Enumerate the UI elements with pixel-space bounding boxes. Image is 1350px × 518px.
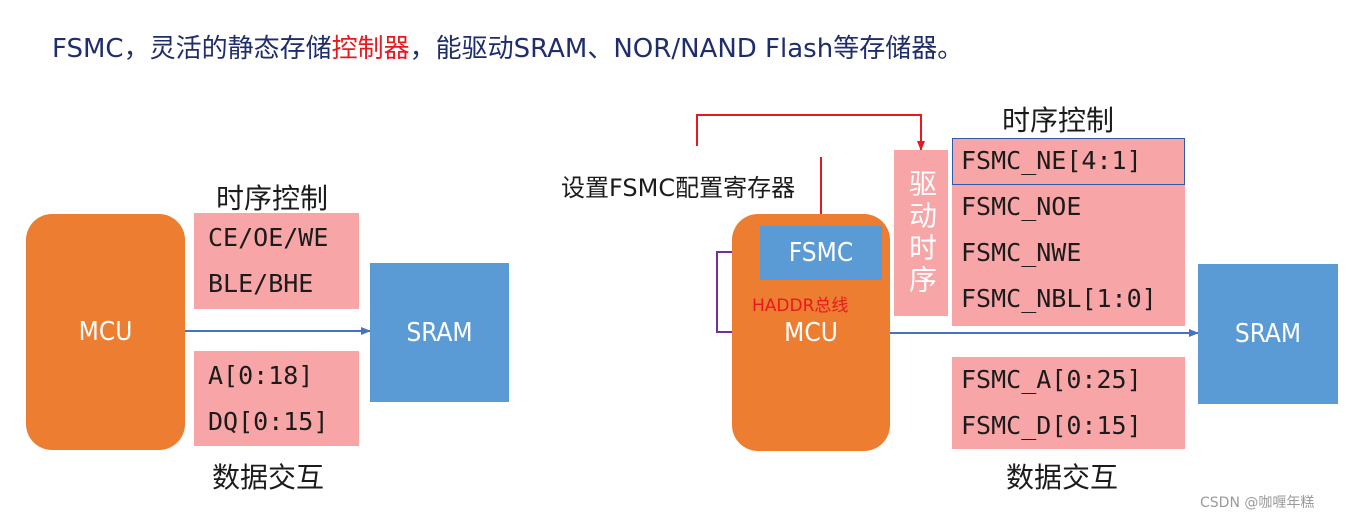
right-timing-signal: FSMC_NOE [961,192,1082,221]
drive-timing-label: 驱动时序 [905,169,938,297]
watermark: CSDN @咖喱年糕 [1200,495,1315,511]
left-mcu-label: MCU [78,317,133,347]
title-part1: FSMC，灵活的静态存储 [52,34,332,64]
left-data-title: 数据交互 [212,461,325,494]
left-mcu-block: MCU [26,214,185,450]
right-mcu-label: MCU [784,318,838,348]
right-data-signal: FSMC_D[0:15] [961,411,1142,440]
drive-timing-box: 驱动时序 [894,150,948,316]
left-sram-label: SRAM [406,317,473,348]
right-timing-box: FSMC_NE[4:1] FSMC_NOE FSMC_NWE FSMC_NBL[… [952,138,1185,326]
fsmc-label: FSMC [788,238,854,268]
left-data-signal: DQ[0:15] [208,407,329,436]
right-timing-signal: FSMC_NE[4:1] [961,146,1142,175]
title-highlight: 控制器 [331,34,410,64]
title-part2: ，能驱动SRAM、NOR/NAND Flash等存储器。 [409,34,964,64]
right-data-title: 数据交互 [1006,461,1119,494]
left-sram-block: SRAM [370,263,509,402]
left-data-box: A[0:18] DQ[0:15] [194,351,359,446]
right-sram-label: SRAM [1234,319,1302,349]
left-timing-box: CE/OE/WE BLE/BHE [194,213,359,309]
page-title: FSMC，灵活的静态存储控制器，能驱动SRAM、NOR/NAND Flash等存… [52,28,963,65]
right-timing-signal: FSMC_NBL[1:0] [961,284,1157,313]
left-timing-signal: BLE/BHE [208,269,314,298]
fsmc-ne-highlight-frame [952,138,1185,185]
config-register-label: 设置FSMC配置寄存器 [561,174,796,202]
right-data-box: FSMC_A[0:25] FSMC_D[0:15] [952,357,1185,449]
fsmc-block: FSMC [760,226,882,280]
right-sram-block: SRAM [1198,264,1338,404]
right-data-signal: FSMC_A[0:25] [961,365,1142,394]
red-config-loop-arrow [696,114,925,151]
left-timing-title: 时序控制 [216,182,329,215]
haddr-bus-label: HADDR总线 [752,296,849,316]
left-timing-signal: CE/OE/WE [208,223,329,252]
right-timing-signal: FSMC_NWE [961,238,1082,267]
right-timing-title: 时序控制 [1002,104,1115,137]
left-data-signal: A[0:18] [208,361,314,390]
